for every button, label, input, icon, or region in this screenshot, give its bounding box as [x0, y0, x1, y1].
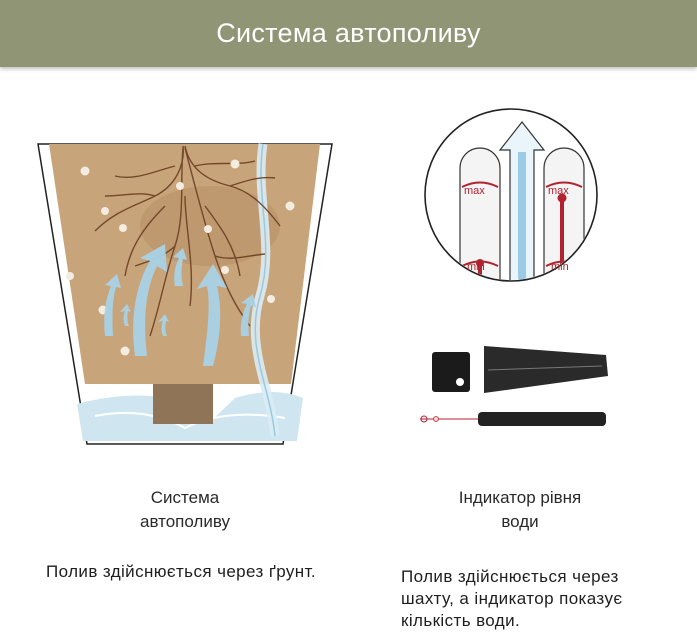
water-reservoir [77, 392, 303, 441]
indicator-cap [432, 352, 470, 392]
gauge-left-min-label: min [467, 261, 485, 273]
water-indicator-caption: Індикатор рівня води [430, 486, 610, 534]
page-title: Система автополиву [216, 18, 481, 48]
water-indicator-caption-text: Індикатор рівня води [458, 488, 582, 531]
indicator-shaft-funnel [484, 346, 608, 393]
water-flow-arrows [104, 244, 256, 366]
gauge-left-max-label: max [464, 185, 485, 197]
roots [94, 145, 281, 337]
header-bar: Система автополиву [0, 0, 697, 67]
pot-support [153, 382, 213, 424]
water-level-indicator-illustration: max min max min [420, 108, 608, 426]
water-indicator-description: Полив здійснюється через шахту, а індика… [401, 567, 623, 630]
auto-watering-caption: Система автополиву [105, 486, 265, 534]
auto-watering-caption-text: Система автополиву [139, 488, 231, 531]
auto-watering-description: Полив здійснюється через ґрунт. [46, 562, 316, 581]
indicator-rod [478, 412, 606, 426]
soil [49, 144, 320, 384]
gauge-right-min-label: min [551, 261, 569, 273]
pebbles [66, 159, 295, 356]
pot-watering-illustration [37, 143, 333, 445]
gauge-right-max-label: max [548, 185, 569, 197]
gauge-tube-left [459, 147, 501, 280]
